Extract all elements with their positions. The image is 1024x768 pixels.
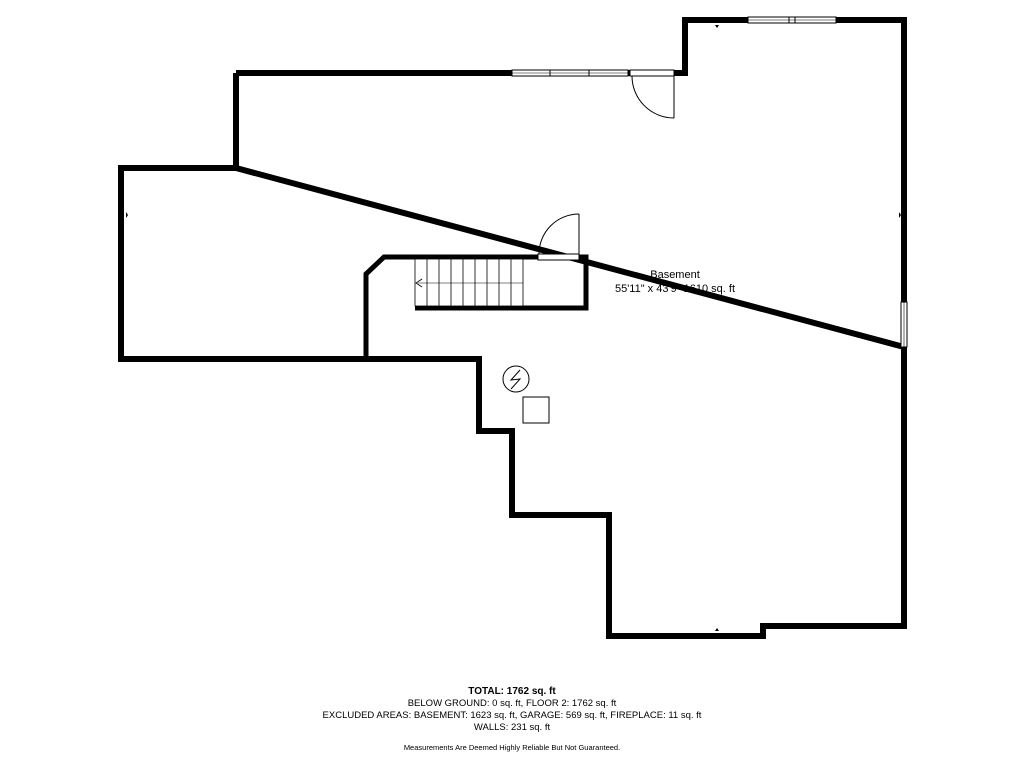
marker-icon [126, 212, 128, 218]
window-east [900, 301, 908, 348]
marker-icon [899, 212, 901, 218]
furnace-icon [522, 396, 550, 424]
stair-wall [363, 254, 589, 359]
exterior-wall [118, 17, 907, 639]
window-northeast [747, 16, 837, 24]
water-heater-icon [502, 365, 530, 393]
below-ground-area: BELOW GROUND: 0 sq. ft, FLOOR 2: 1762 sq… [407, 698, 617, 709]
door-stair [537, 213, 580, 261]
room-name: Basement [650, 269, 700, 281]
walls-area: WALLS: 231 sq. ft [473, 722, 551, 733]
window-north [511, 69, 629, 77]
marker-icon [715, 628, 719, 631]
room-dimensions: 55'11" x 43'9" 1610 sq. ft [614, 283, 736, 295]
marker-icon [715, 25, 719, 28]
excluded-areas: EXCLUDED AREAS: BASEMENT: 1623 sq. ft, G… [322, 710, 702, 721]
disclaimer: Measurements Are Deemed Highly Reliable … [403, 743, 621, 752]
door-north [629, 69, 675, 119]
staircase [414, 258, 524, 307]
total-area: TOTAL: 1762 sq. ft [468, 686, 556, 697]
